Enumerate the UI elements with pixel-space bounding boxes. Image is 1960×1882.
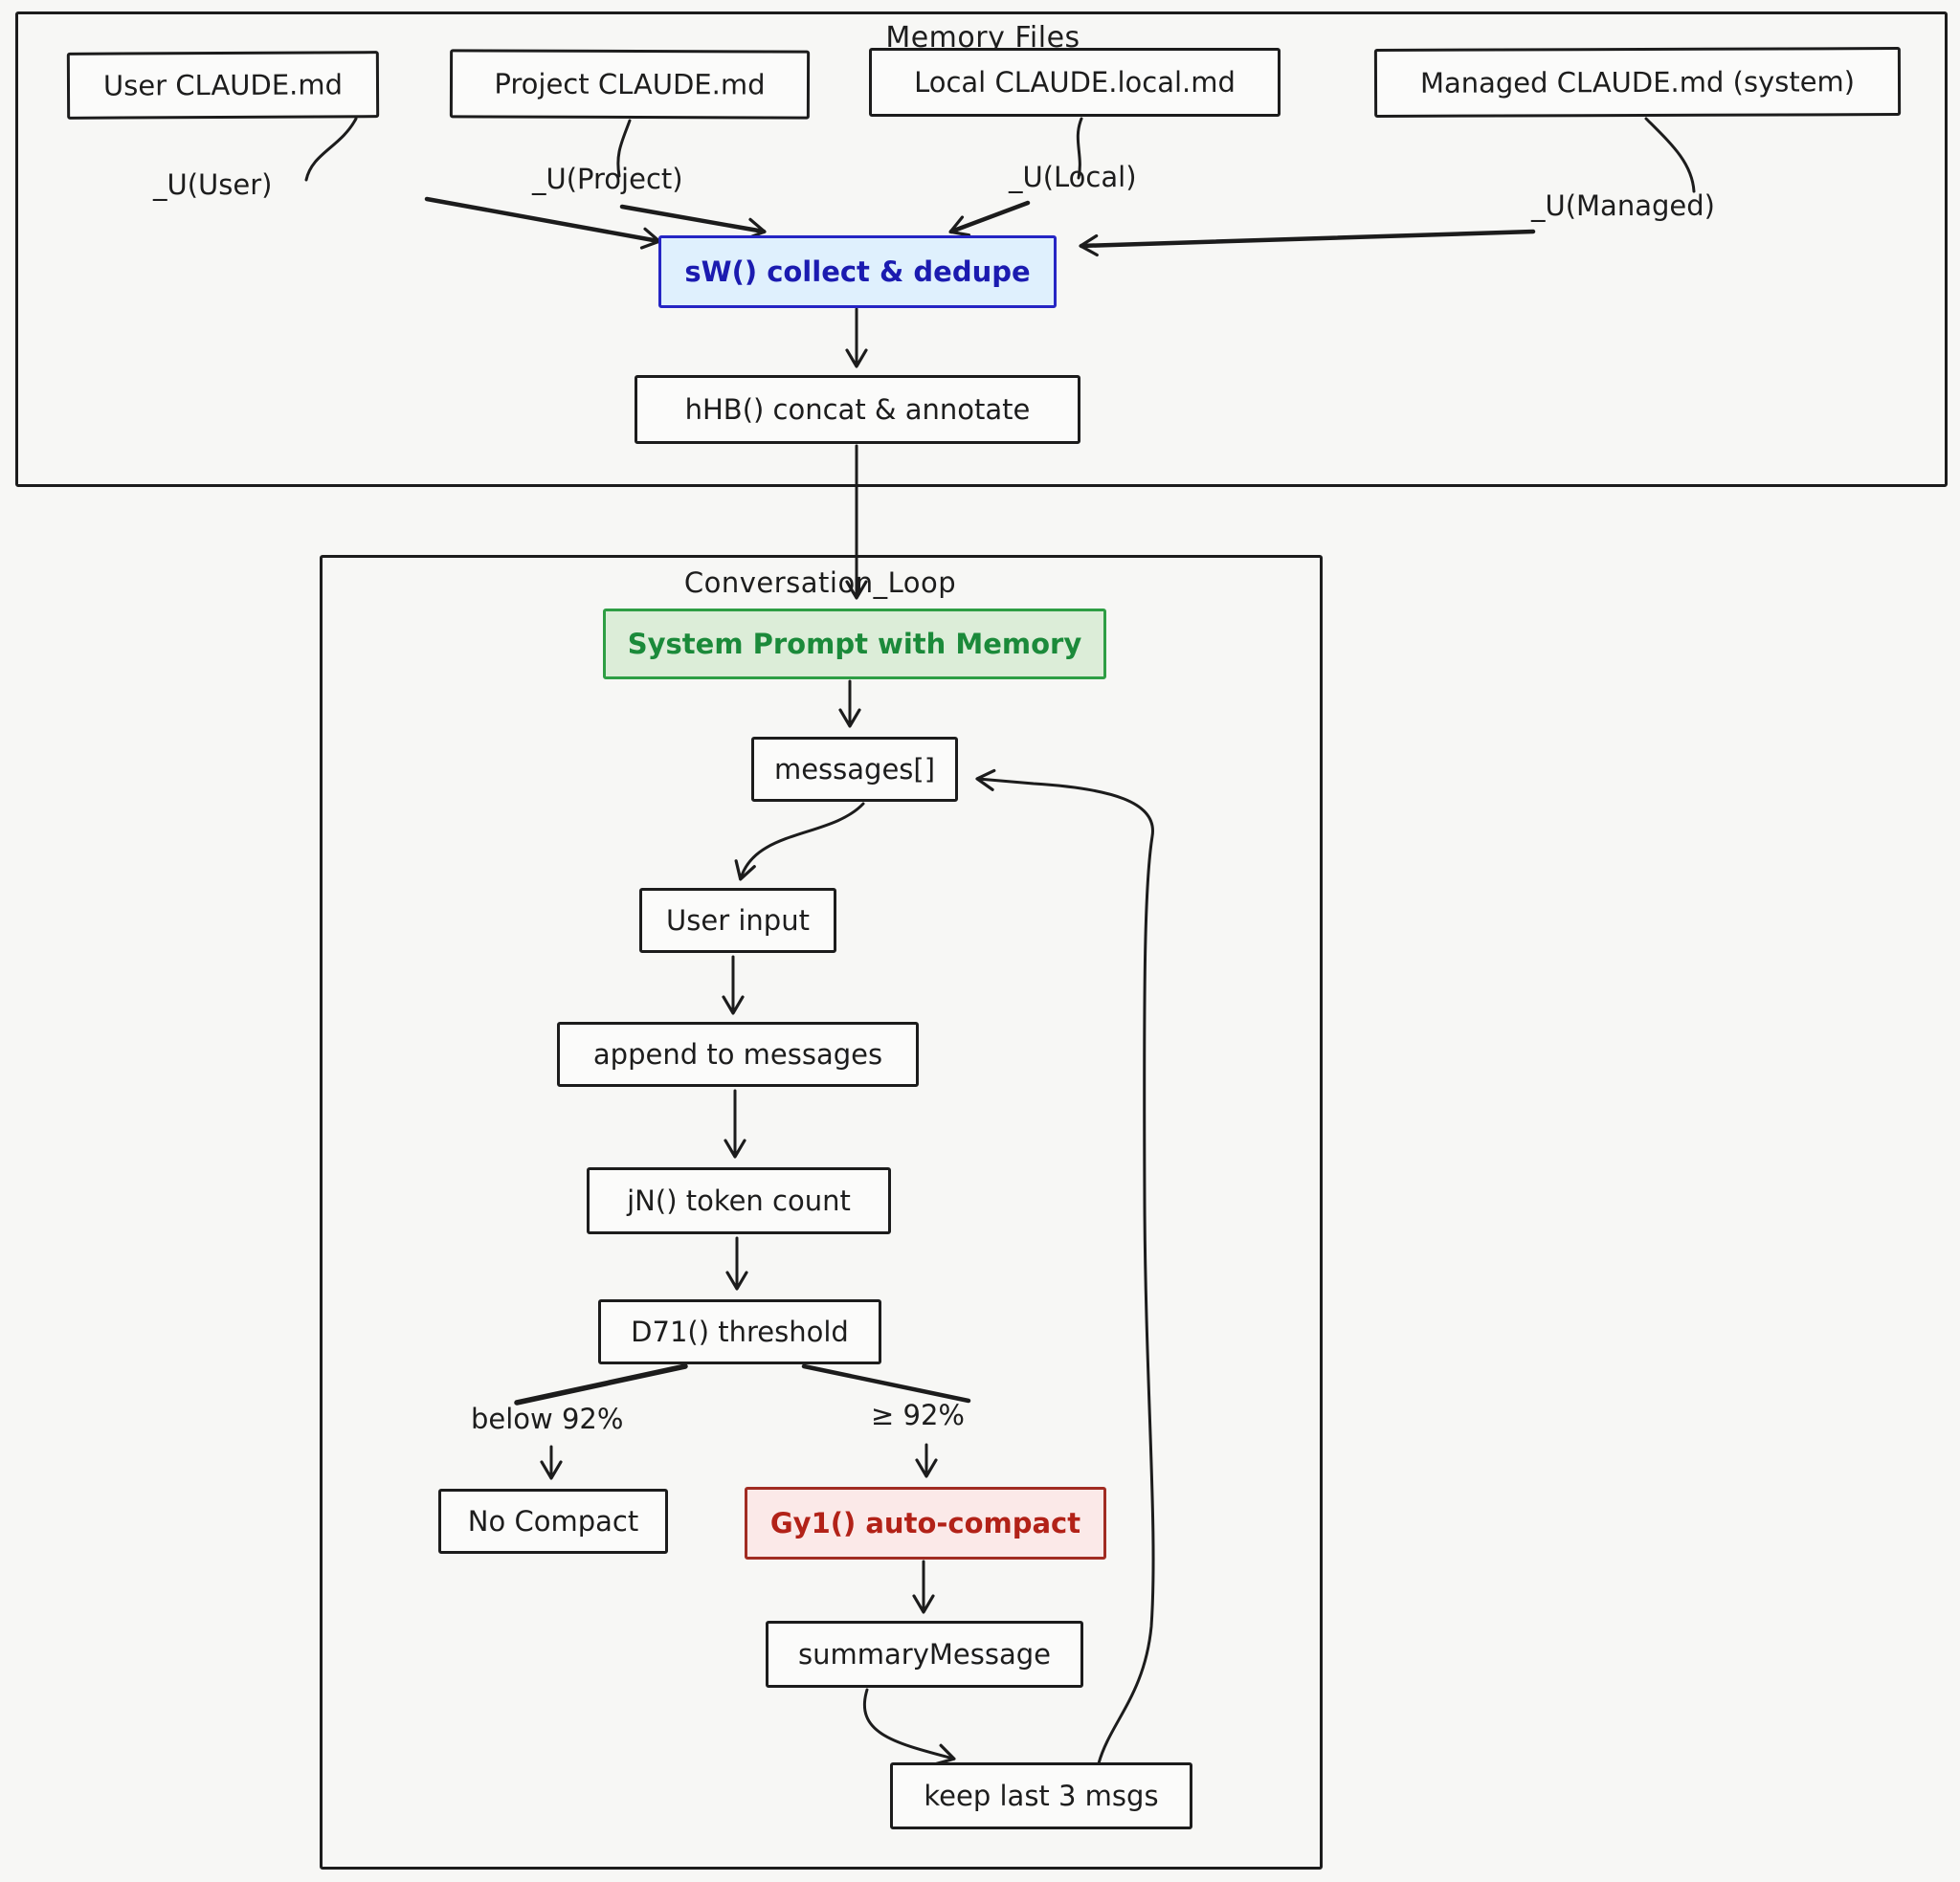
node-keep-last-msgs: keep last 3 msgs [890, 1762, 1192, 1829]
node-concat-annotate: hHB() concat & annotate [635, 375, 1080, 444]
node-system-prompt: System Prompt with Memory [603, 609, 1106, 679]
memory-files-group [15, 11, 1948, 487]
node-auto-compact: Gy1() auto-compact [745, 1487, 1106, 1560]
node-system-prompt-label: System Prompt with Memory [627, 628, 1082, 660]
node-user-input-label: User input [666, 904, 810, 937]
node-collect-dedupe-label: sW() collect & dedupe [684, 255, 1031, 288]
edge-label-u-project: _U(Project) [532, 163, 683, 195]
edge-label-u-local: _U(Local) [1009, 161, 1137, 193]
edge-label-gte-92: ≥ 92% [871, 1399, 965, 1431]
node-threshold: D71() threshold [598, 1299, 881, 1364]
node-project-claude-md: Project CLAUDE.md [449, 49, 811, 120]
node-user-claude-md: User CLAUDE.md [66, 51, 380, 120]
node-messages-label: messages[] [773, 753, 936, 786]
edge-label-u-managed: _U(Managed) [1531, 189, 1715, 222]
node-managed-claude-md-label: Managed CLAUDE.md (system) [1419, 65, 1856, 100]
node-messages: messages[] [751, 737, 958, 802]
conversation-loop-title: Conversation_Loop [683, 566, 957, 599]
node-auto-compact-label: Gy1() auto-compact [769, 1507, 1081, 1539]
node-threshold-label: D71() threshold [631, 1316, 849, 1348]
edge-label-u-user: _U(User) [153, 168, 273, 201]
node-summary-message: summaryMessage [766, 1621, 1083, 1688]
node-project-claude-md-label: Project CLAUDE.md [494, 67, 766, 101]
node-no-compact-label: No Compact [467, 1505, 639, 1538]
node-append-to-messages-label: append to messages [592, 1038, 883, 1071]
node-concat-annotate-label: hHB() concat & annotate [684, 393, 1031, 426]
node-collect-dedupe: sW() collect & dedupe [658, 235, 1057, 308]
node-local-claude-md-label: Local CLAUDE.local.md [914, 66, 1236, 99]
conversation-loop-group [320, 555, 1323, 1870]
node-managed-claude-md: Managed CLAUDE.md (system) [1373, 47, 1902, 118]
node-no-compact: No Compact [438, 1489, 668, 1554]
node-user-input: User input [639, 888, 836, 953]
edge-label-below-92: below 92% [471, 1403, 624, 1435]
node-token-count-label: jN() token count [627, 1185, 851, 1217]
node-append-to-messages: append to messages [557, 1022, 919, 1087]
node-token-count: jN() token count [587, 1167, 891, 1234]
node-summary-message-label: summaryMessage [798, 1638, 1051, 1671]
node-user-claude-md-label: User CLAUDE.md [102, 68, 344, 102]
node-local-claude-md: Local CLAUDE.local.md [869, 48, 1281, 117]
node-keep-last-msgs-label: keep last 3 msgs [924, 1780, 1159, 1812]
